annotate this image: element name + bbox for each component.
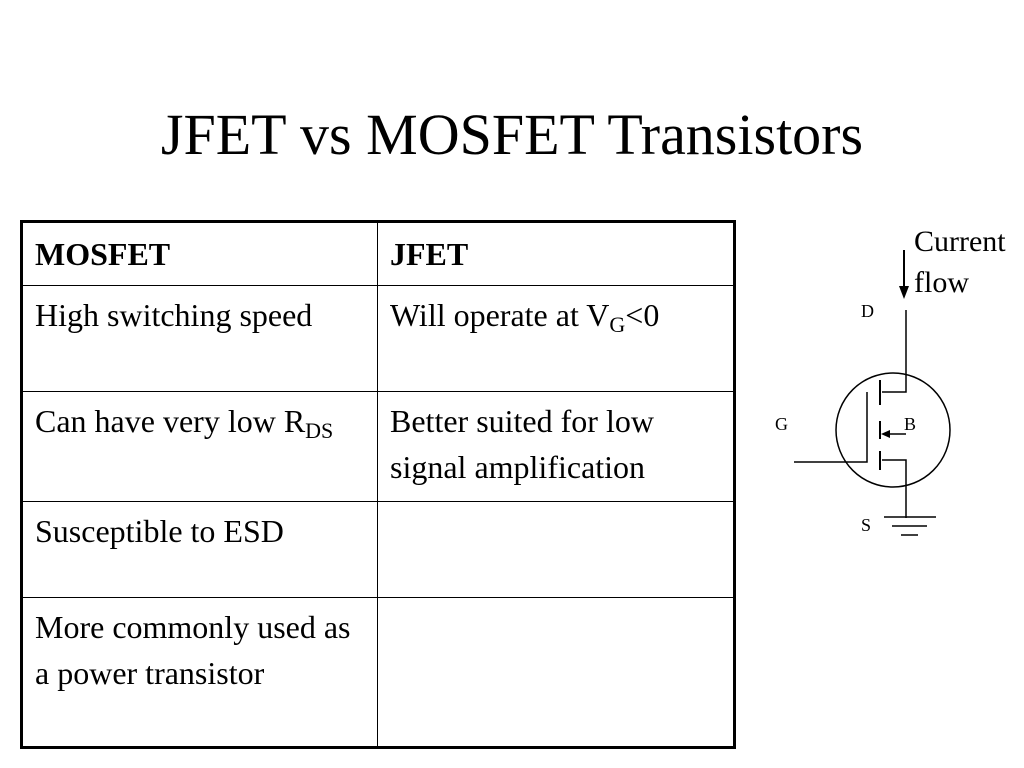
cell-mosfet-text: Can have very low R: [35, 403, 306, 439]
cell-jfet: [377, 501, 735, 598]
table-header-row: MOSFET JFET: [21, 221, 735, 286]
drain-label: D: [861, 301, 874, 321]
source-label: S: [861, 515, 871, 535]
subscript-ds: DS: [305, 418, 334, 443]
body-arrow-icon: [881, 430, 906, 438]
ground-icon: [884, 516, 936, 536]
source-lead: [882, 459, 907, 518]
header-jfet: JFET: [377, 221, 735, 286]
arrow-down-icon: [899, 250, 909, 299]
cell-mosfet: Susceptible to ESD: [21, 501, 378, 598]
cell-jfet: Will operate at VG<0: [377, 285, 735, 392]
body-label: B: [904, 414, 916, 434]
table-row: High switching speed Will operate at VG<…: [21, 285, 735, 392]
cell-jfet-text: Will operate at V: [390, 297, 610, 333]
slide-title: JFET vs MOSFET Transistors: [160, 102, 864, 167]
gate-lead: [794, 392, 868, 463]
cell-mosfet: More commonly used as a power transistor: [21, 597, 378, 748]
current-flow-label-line1: Current: [914, 225, 1006, 258]
transistor-body-circle: [835, 372, 951, 488]
table-row: More commonly used as a power transistor: [21, 597, 735, 748]
cell-jfet-suffix: <0: [625, 297, 660, 333]
drain-lead: [882, 310, 907, 393]
mosfet-circuit-diagram: Current flow D G B S: [775, 225, 1006, 536]
table-row: Can have very low RDS Better suited for …: [21, 391, 735, 502]
cell-mosfet: Can have very low RDS: [21, 391, 378, 502]
subscript-g: G: [609, 312, 626, 337]
comparison-table: MOSFET JFET High switching speed Will op…: [20, 220, 736, 749]
cell-jfet: Better suited for low signal amplificati…: [377, 391, 735, 502]
cell-mosfet: High switching speed: [21, 285, 378, 392]
header-mosfet: MOSFET: [21, 221, 378, 286]
table-row: Susceptible to ESD: [21, 501, 735, 598]
current-flow-label-line2: flow: [914, 266, 969, 299]
gate-label: G: [775, 414, 788, 434]
cell-jfet: [377, 597, 735, 748]
